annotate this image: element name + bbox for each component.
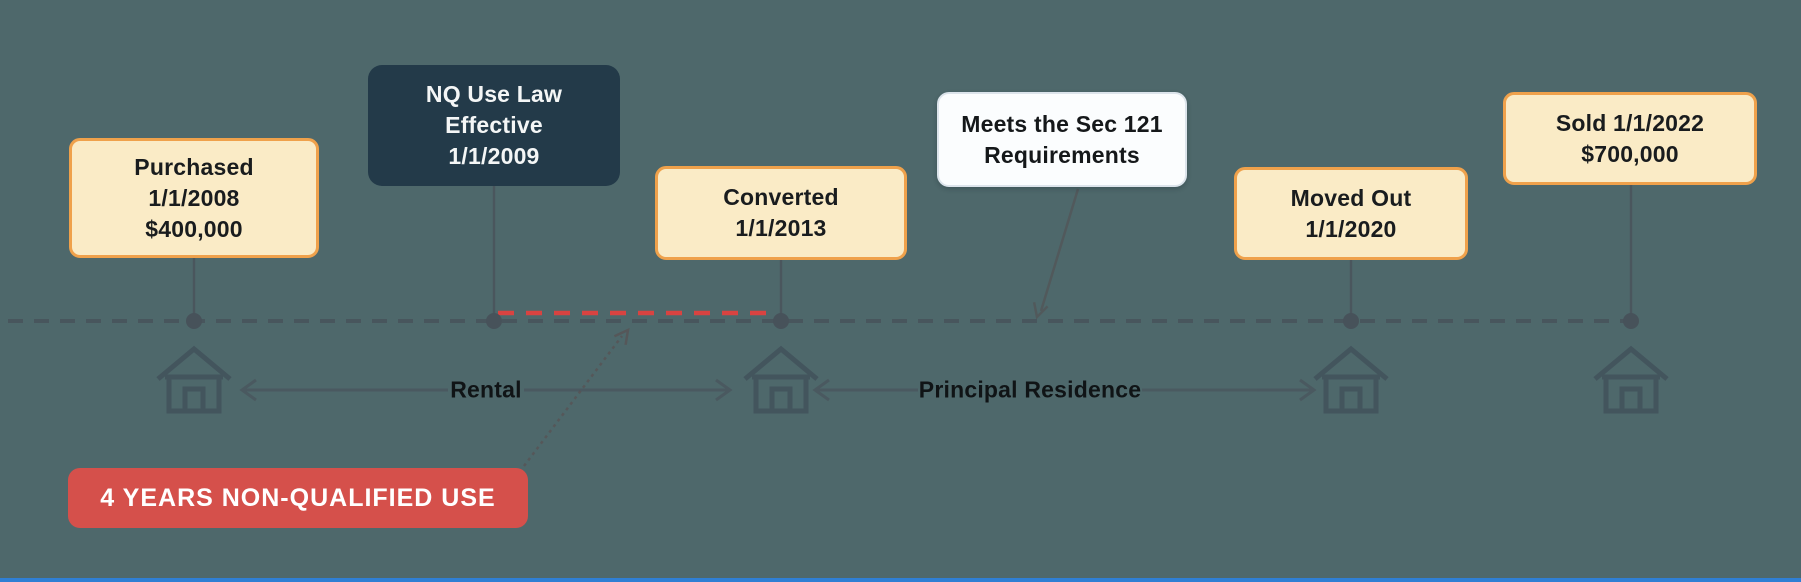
arrow-right-icon xyxy=(715,378,733,402)
arrow-left-icon xyxy=(812,378,830,402)
event-box-purchased: Purchased 1/1/2008 $400,000 xyxy=(69,138,319,258)
sec121-pointer-arrow xyxy=(1032,188,1080,320)
dot-nq-law xyxy=(486,313,502,329)
badge-label: 4 YEARS NON-QUALIFIED USE xyxy=(100,483,496,512)
bottom-edge-bar xyxy=(0,578,1801,582)
badge-pointer-arrow xyxy=(523,327,630,467)
event-box-sec-121-requirements: Meets the Sec 121 Requirements xyxy=(937,92,1187,187)
rental-period-arrows xyxy=(239,378,733,402)
arrow-right-icon xyxy=(1299,378,1317,402)
dot-converted xyxy=(773,313,789,329)
timeline-dots xyxy=(186,313,1639,329)
arrow-left-icon xyxy=(239,378,257,402)
event-label: Moved Out 1/1/2020 xyxy=(1290,184,1412,242)
house-icon xyxy=(1313,345,1389,414)
principal-residence-period-label: Principal Residence xyxy=(918,376,1142,403)
dot-purchased xyxy=(186,313,202,329)
house-icon xyxy=(743,345,819,414)
event-box-sold: Sold 1/1/2022 $700,000 xyxy=(1503,92,1757,185)
event-label: NQ Use Law Effective 1/1/2009 xyxy=(425,81,563,169)
arrow-down-icon xyxy=(1032,302,1049,320)
event-stems xyxy=(192,185,1633,321)
event-label: Purchased 1/1/2008 $400,000 xyxy=(134,153,254,242)
event-box-converted: Converted 1/1/2013 xyxy=(655,166,907,260)
event-label: Meets the Sec 121 Requirements xyxy=(961,110,1163,168)
rental-period-label: Rental xyxy=(450,376,522,403)
event-box-moved-out: Moved Out 1/1/2020 xyxy=(1234,167,1468,260)
arrow-up-right-icon xyxy=(613,327,630,346)
event-label: Converted 1/1/2013 xyxy=(723,184,839,241)
dot-sold xyxy=(1623,313,1639,329)
event-label: Sold 1/1/2022 $700,000 xyxy=(1555,109,1705,167)
dot-moved-out xyxy=(1343,313,1359,329)
principal-period-arrows xyxy=(812,378,1317,402)
non-qualified-use-badge: 4 YEARS NON-QUALIFIED USE xyxy=(68,468,528,528)
house-icon xyxy=(1593,345,1669,414)
event-box-nq-law-effective: NQ Use Law Effective 1/1/2009 xyxy=(368,65,620,186)
house-icon xyxy=(156,345,232,414)
